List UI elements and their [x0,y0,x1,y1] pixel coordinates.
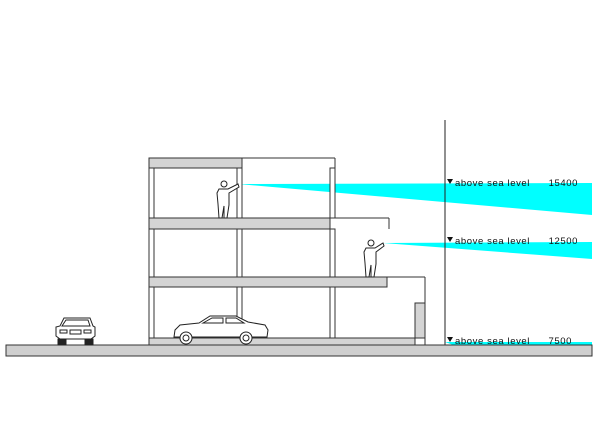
level-marker-15400: above sea level 15400 [447,178,578,189]
level-marker-12500: above sea level 12500 [447,236,578,247]
sightline-beam-middle [383,242,592,259]
roof-slab [148,157,243,169]
car-front-icon [55,317,96,346]
floor-slabs [148,157,416,346]
level-value: 12500 [549,236,578,247]
level-label: above sea level [455,236,530,247]
second-floor-slab [148,276,388,288]
ground-floor-slab [148,337,416,346]
level-value: 7500 [548,336,572,347]
person-middle-figure [363,239,385,278]
level-label: above sea level [455,178,530,189]
level-triangle-icon [447,237,453,242]
level-triangle-icon [447,179,453,184]
level-label: above sea level [455,336,530,347]
third-floor-slab [148,217,331,230]
car-side-icon [173,315,269,345]
level-value: 15400 [549,178,578,189]
person-upper-figure [216,180,240,219]
sightline-beam-upper [238,183,592,215]
level-marker-7500: above sea level 7500 [447,336,572,347]
level-triangle-icon [447,337,453,342]
